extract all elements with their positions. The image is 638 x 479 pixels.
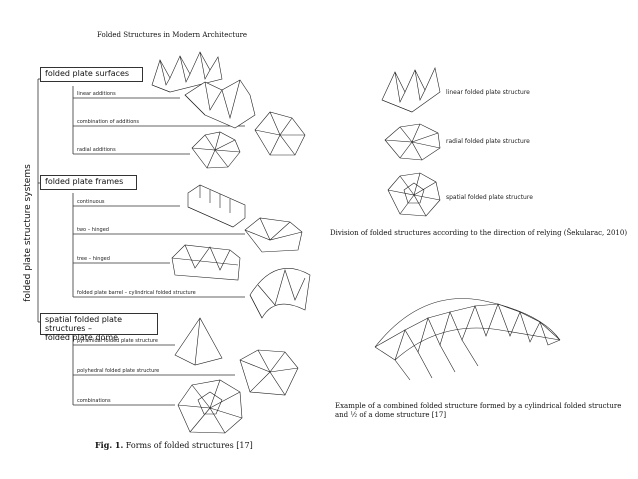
item-label: tree – hinged [77,256,110,262]
bottom-caption-line1: Example of a combined folded structure f… [335,402,622,410]
item-label: combination of additions [77,119,140,125]
item-label: combinations [77,398,111,404]
item-label: radial additions [77,147,116,153]
polyhedral-drawing [239,349,299,396]
fig1-caption-label: Fig. 1. [95,440,124,450]
right-caption: Division of folded structures according … [330,229,628,237]
radial-additions-drawing [191,131,241,169]
combined-barrel-dome-drawing [374,298,561,381]
item-label: folded plate barrel – cylindrical folded… [77,290,196,296]
category-box-frames: folded plate frames [40,175,137,190]
right-label-linear: linear folded plate structure [446,89,530,96]
right-label-radial: radial folded plate structure [446,138,530,145]
item-label: pyramidal folded plate structure [77,338,158,344]
bottom-caption-line2: and ½ of a dome structure [17] [335,411,447,419]
continuous-frame-drawing [187,184,246,228]
combination-folded-plate-drawing [184,79,256,129]
folded-barrel-drawing [249,268,311,319]
bottom-caption: Example of a combined folded structure f… [335,402,621,420]
fig1-caption-text: Forms of folded structures [17] [123,441,253,450]
pyramid-drawing [174,317,223,366]
category-box-surfaces: folded plate surfaces [40,67,143,82]
item-label: linear additions [77,91,116,97]
right-radial-drawing [384,123,441,161]
paper-title: Folded Structures in Modern Architecture [97,31,248,39]
item-label: continuous [77,199,105,205]
right-linear-drawing [381,67,441,113]
three-hinged-frame-drawing [171,244,241,281]
combination-dome-drawing [177,379,243,434]
item-label: polyhedral folded plate structure [77,368,160,374]
fig1-caption: Fig. 1. Forms of folded structures [17] [95,440,253,450]
item-label: two – hinged [77,227,109,233]
right-spatial-drawing [387,172,441,217]
right-label-spatial: spatial folded plate structure [446,194,533,201]
category-spatial-line2: folded plate dome [45,333,119,342]
category-spatial-line1: spatial folded plate structures – [45,315,122,333]
two-hinged-frame-drawing [244,217,303,253]
category-box-spatial: spatial folded plate structures – folded… [40,313,158,342]
radial-cluster-drawing [254,111,306,156]
